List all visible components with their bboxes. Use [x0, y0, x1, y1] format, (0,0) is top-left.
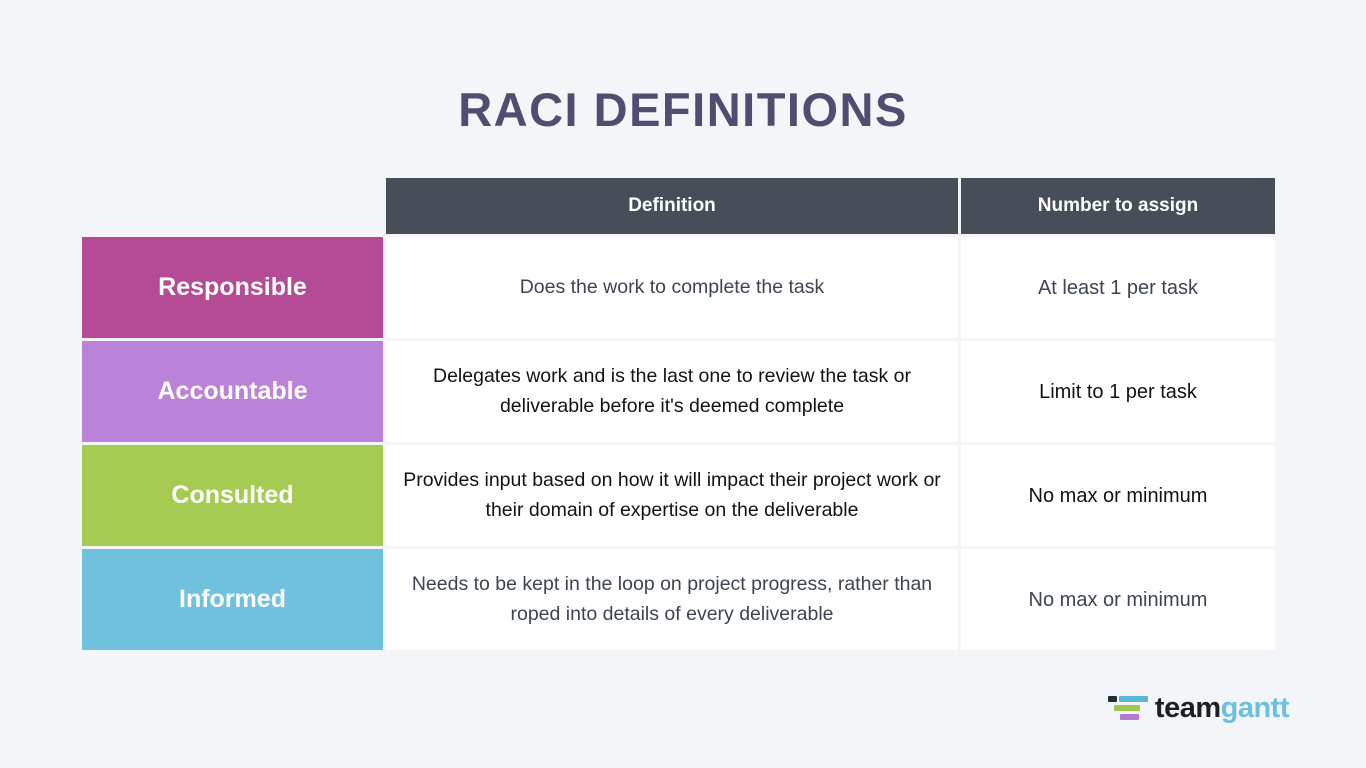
definition-cell-accountable: Delegates work and is the last one to re…: [386, 341, 958, 442]
definition-cell-consulted: Provides input based on how it will impa…: [386, 445, 958, 546]
number-cell-accountable: Limit to 1 per task: [961, 341, 1275, 442]
gantt-bar-blue: [1118, 695, 1148, 702]
raci-table: Definition Number to assign Responsible …: [82, 178, 1275, 650]
header-spacer: [82, 178, 383, 234]
page-title: RACI DEFINITIONS: [458, 83, 908, 136]
role-label-informed: Informed: [82, 549, 383, 650]
gantt-bar-purple: [1119, 713, 1139, 720]
logo-text-gantt: gantt: [1220, 692, 1290, 724]
logo-text-team: team: [1154, 692, 1221, 724]
number-cell-responsible: At least 1 per task: [961, 237, 1275, 338]
role-label-consulted: Consulted: [82, 445, 383, 546]
number-cell-informed: No max or minimum: [961, 549, 1275, 650]
role-label-responsible: Responsible: [82, 237, 383, 338]
role-label-accountable: Accountable: [82, 341, 383, 442]
column-header-number: Number to assign: [961, 178, 1275, 234]
number-cell-consulted: No max or minimum: [961, 445, 1275, 546]
column-header-definition: Definition: [386, 178, 958, 234]
gantt-bars-icon: [1107, 695, 1148, 722]
teamgantt-logo: teamgantt: [1107, 692, 1290, 724]
gantt-bar-dash: [1107, 695, 1117, 702]
logo-wordmark: teamgantt: [1154, 692, 1290, 724]
definition-cell-responsible: Does the work to complete the task: [386, 237, 958, 338]
gantt-bar-green: [1113, 704, 1140, 711]
definition-cell-informed: Needs to be kept in the loop on project …: [386, 549, 958, 650]
